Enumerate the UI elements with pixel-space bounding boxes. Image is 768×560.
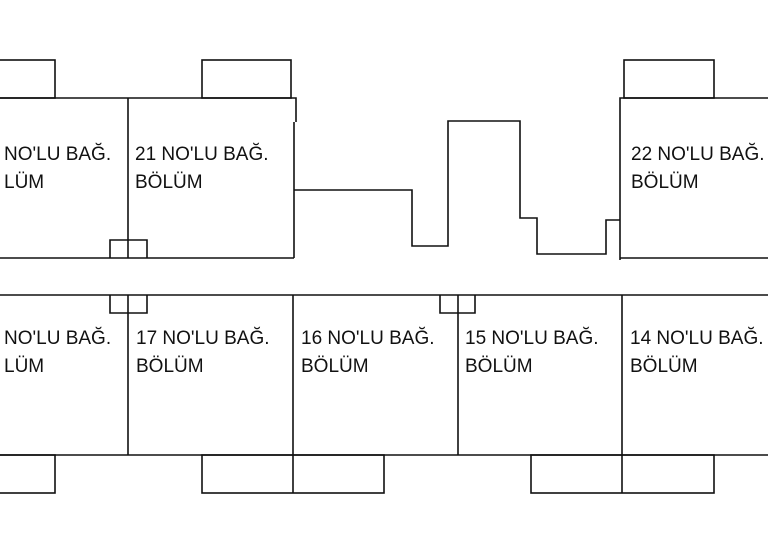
balcony-bottom-2 [201, 454, 385, 494]
balcony-top-3 [623, 59, 715, 99]
unit-label-line1: 17 NO'LU BAĞ. [136, 328, 270, 349]
unit-label-22: 22 NO'LU BAĞ. BÖLÜM [631, 141, 765, 197]
unit-label-line2: BÖLÜM [135, 172, 203, 193]
unit-label-line2: LÜM [4, 356, 45, 377]
unit-label-line2: BÖLÜM [301, 356, 369, 377]
unit-label-line1: 15 NO'LU BAĞ. [465, 328, 599, 349]
stair-notch-bottom-1 [109, 295, 148, 314]
unit-label-line2: BÖLÜM [631, 172, 699, 193]
unit-wall-top-left [0, 97, 297, 122]
stair-notch-top [109, 239, 148, 258]
unit-label-line2: BÖLÜM [136, 356, 204, 377]
unit-label-partial-bottom: NO'LU BAĞ. LÜM [4, 325, 111, 381]
core-outline [294, 120, 620, 255]
unit-label-15: 15 NO'LU BAĞ. BÖLÜM [465, 325, 599, 381]
unit-wall-22 [619, 97, 768, 260]
unit-label-16: 16 NO'LU BAĞ. BÖLÜM [301, 325, 435, 381]
balcony-top-1 [0, 59, 56, 99]
unit-label-14: 14 NO'LU BAĞ. BÖLÜM [630, 325, 764, 381]
balcony-bottom-1 [0, 454, 56, 494]
unit-label-line2: BÖLÜM [630, 356, 698, 377]
unit-label-21: 21 NO'LU BAĞ. BÖLÜM [135, 141, 269, 197]
balcony-top-2 [201, 59, 292, 99]
unit-label-line1: 21 NO'LU BAĞ. [135, 144, 269, 165]
stair-notch-bottom-2 [439, 295, 476, 314]
unit-label-line1: NO'LU BAĞ. [4, 328, 112, 349]
unit-label-line1: 22 NO'LU BAĞ. [631, 144, 765, 165]
unit-label-line1: 14 NO'LU BAĞ. [630, 328, 764, 349]
unit-label-line2: BÖLÜM [465, 356, 533, 377]
unit-label-line1: NO'LU BAĞ. [4, 144, 112, 165]
unit-label-17: 17 NO'LU BAĞ. BÖLÜM [136, 325, 270, 381]
unit-label-partial-top: NO'LU BAĞ. LÜM [4, 141, 111, 197]
balcony-bottom-3 [530, 454, 715, 494]
unit-label-line2: LÜM [4, 172, 45, 193]
unit-label-line1: 16 NO'LU BAĞ. [301, 328, 435, 349]
